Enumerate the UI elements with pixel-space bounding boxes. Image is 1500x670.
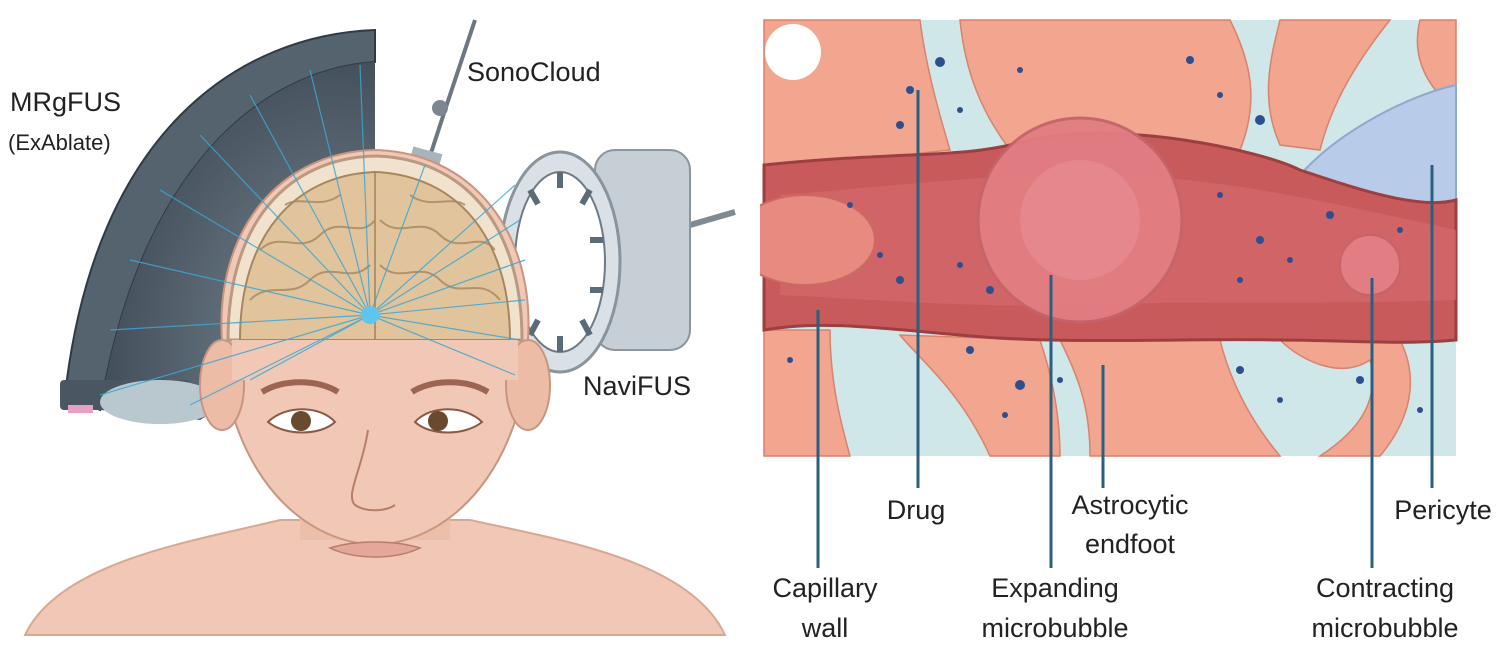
nose [350,429,396,512]
label-contracting-microbubble: microbubble [1311,613,1459,643]
mrgfus-water-cap [100,380,220,424]
shoulders [23,519,727,636]
label-navifus: NaviFUS [583,371,692,401]
label-endfoot: endfoot [1084,529,1176,559]
label-exablate: (ExAblate) [8,130,111,155]
label-contracting: Contracting [1315,573,1455,603]
label-drug: Drug [886,495,946,525]
label-capillary: Capillary [772,573,878,603]
label-expanding: Expanding [991,573,1119,603]
label-pericyte: Pericyte [1394,495,1492,525]
label-astrocytic: Astrocytic [1071,490,1189,520]
astrocyte-processes [763,19,1457,457]
navifus-transducer [498,149,736,374]
label-sonocloud: SonoCloud [467,57,601,87]
panel-marker [765,24,821,80]
mrgfus-pink-tip [68,405,93,413]
label-wall: wall [801,613,849,643]
drug-molecules [787,56,1423,418]
right-eyebrow [410,379,490,395]
focal-spot [361,306,379,324]
ultrasound-devices-illustration [23,19,736,636]
forehead [232,340,518,380]
sonocloud-knob [432,100,448,116]
contracting-microbubble [1339,234,1401,296]
mouth [327,541,423,558]
label-mrgfus: MRgFUS [10,87,122,117]
left-eyebrow [260,379,340,395]
label-expanding-microbubble: microbubble [981,613,1129,643]
endothelial-nucleus [760,194,876,286]
right-iris [428,411,448,431]
blood-brain-barrier-illustration [760,19,1458,568]
expanding-microbubble-core [1020,160,1140,280]
ultrasound-beams [99,64,526,406]
leader-lines [816,90,1434,568]
left-iris [291,411,311,431]
